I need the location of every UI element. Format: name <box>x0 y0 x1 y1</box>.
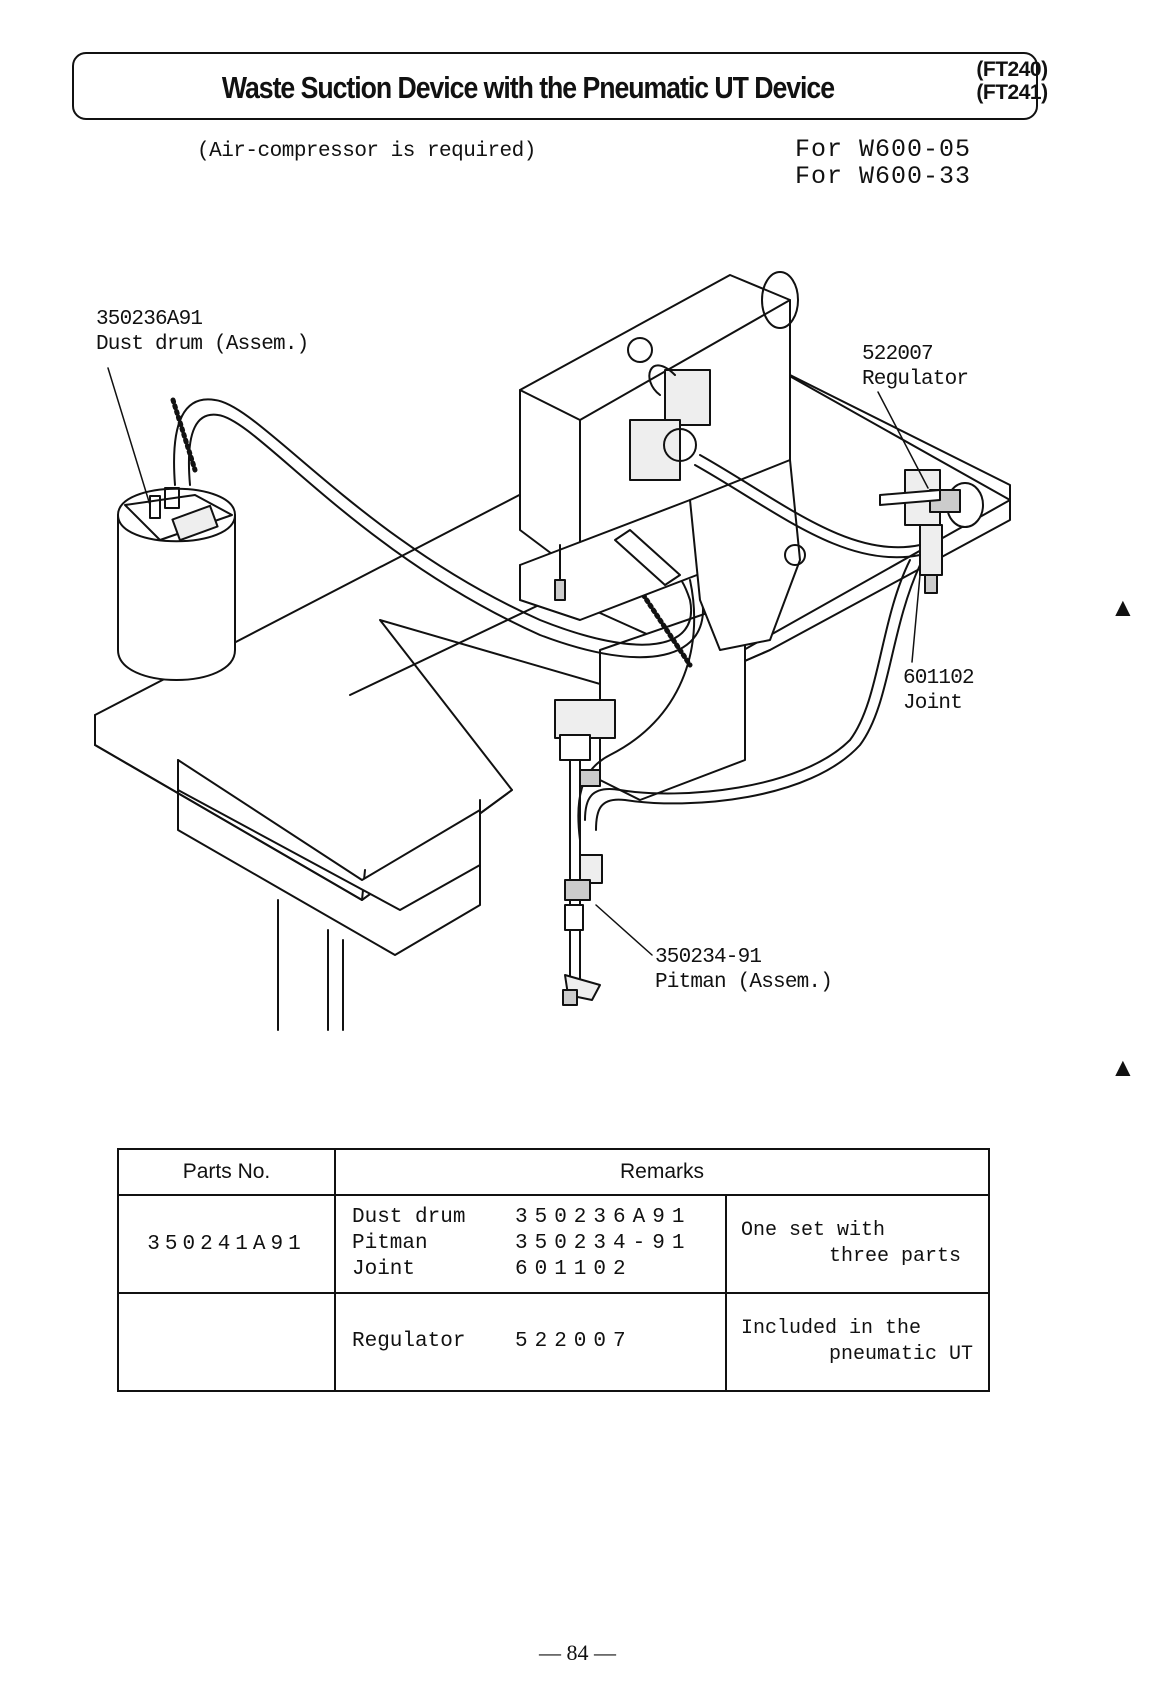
for-line-2: For W600-33 <box>795 162 972 191</box>
remark-line: three parts <box>829 1245 962 1268</box>
page-title: Waste Suction Device with the Pneumatic … <box>221 70 835 105</box>
remark-cell: One set with three parts <box>725 1194 990 1294</box>
callout-regulator: 522007 Regulator <box>862 342 969 392</box>
machine-assembly-drawing <box>94 271 1011 1031</box>
air-compressor-note: (Air-compressor is required) <box>197 140 536 163</box>
edge-mark: ▲ <box>1110 592 1136 622</box>
dust-drum <box>117 487 236 681</box>
item-number: 601102 <box>515 1258 633 1281</box>
item-name: Pitman <box>352 1232 428 1255</box>
callout-part-no: 350234-91 <box>655 946 762 969</box>
item-number: 350234-91 <box>515 1232 692 1255</box>
callout-part-no: 601102 <box>903 667 975 690</box>
callout-pitman: 350234-91 Pitman (Assem.) <box>655 945 833 995</box>
title-banner: Waste Suction Device with the Pneumatic … <box>72 52 1048 120</box>
callout-dust-drum: 350236A91 Dust drum (Assem.) <box>96 307 309 357</box>
leader-lines <box>107 367 929 956</box>
parts-no-cell <box>117 1292 336 1392</box>
callout-part-no: 522007 <box>862 343 934 366</box>
header-remarks: Remarks <box>334 1148 990 1196</box>
item-numbers-cell: 522007 <box>515 1292 727 1392</box>
model-ft240: (FT240) <box>976 58 1048 81</box>
table-row: Regulator 522007 Included in the pneumat… <box>117 1292 990 1392</box>
callout-part-name: Pitman (Assem.) <box>655 971 833 994</box>
header-parts-no: Parts No. <box>117 1148 336 1196</box>
callout-part-name: Joint <box>903 692 963 715</box>
edge-mark: ▲ <box>1110 1052 1136 1082</box>
model-ft241: (FT241) <box>976 81 1048 104</box>
remark-line: pneumatic UT <box>829 1343 974 1366</box>
table-header-row: Parts No. Remarks <box>117 1148 990 1196</box>
parts-no-cell: 350241A91 <box>117 1194 336 1294</box>
sewing-machine <box>519 271 806 651</box>
item-number: 350236A91 <box>515 1206 692 1229</box>
item-names-cell: Regulator <box>334 1292 515 1392</box>
table-row: 350241A91 Dust drum Pitman Joint 350236A… <box>117 1194 990 1294</box>
item-number: 522007 <box>515 1330 633 1353</box>
item-name: Regulator <box>352 1330 466 1353</box>
pitman-assembly <box>554 699 616 1006</box>
item-name: Dust drum <box>352 1206 466 1229</box>
item-names-cell: Dust drum Pitman Joint <box>334 1194 515 1294</box>
regulator <box>879 469 984 594</box>
remark-line: One set with <box>741 1219 886 1242</box>
item-name: Joint <box>352 1258 416 1281</box>
callout-joint: 601102 Joint <box>903 666 975 716</box>
remark-line: Included in the <box>741 1317 922 1340</box>
callout-part-name: Regulator <box>862 368 969 391</box>
callout-part-no: 350236A91 <box>96 308 203 331</box>
remark-cell: Included in the pneumatic UT <box>725 1292 990 1392</box>
callout-part-name: Dust drum (Assem.) <box>96 333 309 356</box>
for-line-1: For W600-05 <box>795 135 972 164</box>
parts-table: Parts No. Remarks 350241A91 Dust drum Pi… <box>117 1148 990 1392</box>
item-numbers-cell: 350236A91 350234-91 601102 <box>515 1194 727 1294</box>
suction-hose <box>170 397 704 668</box>
model-codes: (FT240) (FT241) <box>962 58 1062 104</box>
page-number: — 84 — <box>539 1640 616 1665</box>
